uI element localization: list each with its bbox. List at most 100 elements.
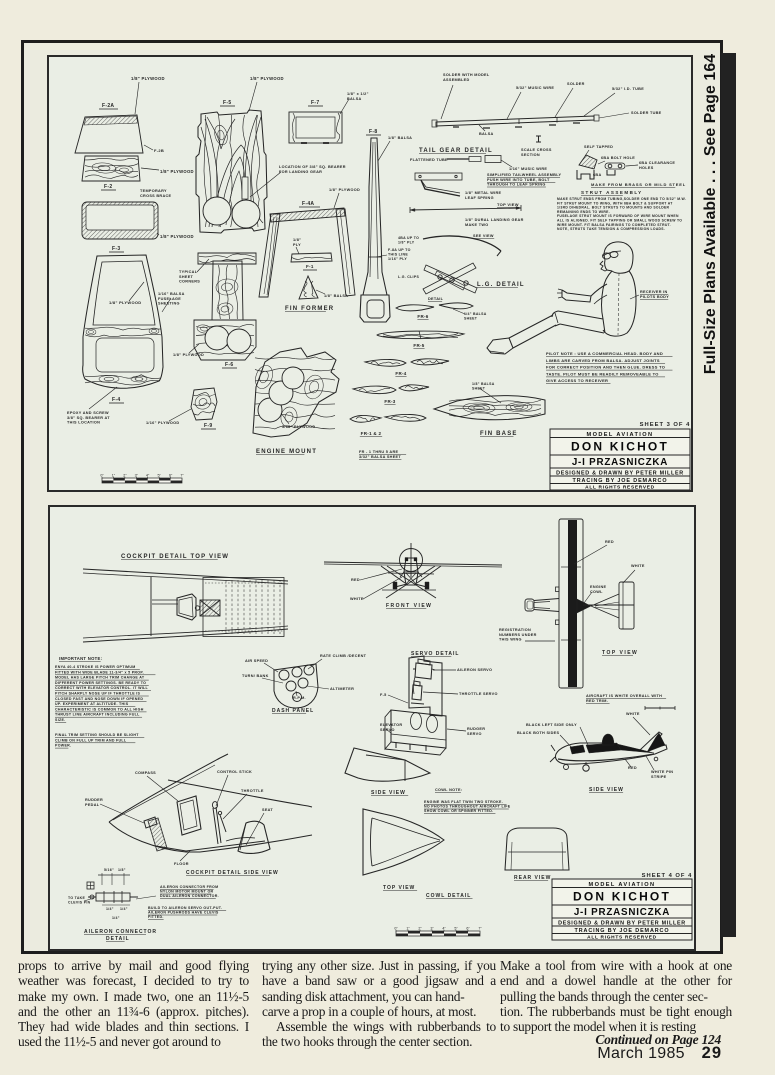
svg-text:CONTROL STICK: CONTROL STICK xyxy=(217,770,252,774)
svg-text:4BA UP TO: 4BA UP TO xyxy=(398,236,419,240)
svg-text:MAKE FROM BRASS OR MILD S: MAKE FROM BRASS OR MILD STEEL xyxy=(591,182,686,187)
svg-text:R.P.M.: R.P.M. xyxy=(293,696,306,700)
svg-text:NO PHOTOS THROUGHOUT AIRCRA: NO PHOTOS THROUGHOUT AIRCRAFT LIFE xyxy=(424,805,511,809)
svg-text:AILERON SERVO: AILERON SERVO xyxy=(457,668,492,672)
svg-text:NYLON MOTOR MOUNT OR: NYLON MOTOR MOUNT OR xyxy=(160,890,214,894)
svg-text:1/8" PLYWOOD: 1/8" PLYWOOD xyxy=(131,76,165,81)
svg-text:1/8": 1/8" xyxy=(293,238,301,242)
svg-text:BUILD TO AILERON SERVO OUT: BUILD TO AILERON SERVO OUT-PUT. xyxy=(148,906,222,910)
svg-text:F-7: F-7 xyxy=(311,100,319,106)
svg-text:FR-3: FR-3 xyxy=(384,399,395,404)
svg-text:TEMPORARY: TEMPORARY xyxy=(140,189,167,193)
svg-text:PEDAL: PEDAL xyxy=(85,803,100,807)
svg-text:F-6: F-6 xyxy=(225,362,233,368)
svg-text:ALL RIGHTS RESERVED: ALL RIGHTS RESERVED xyxy=(587,935,657,941)
svg-text:PLY: PLY xyxy=(293,243,301,247)
svg-text:1/4": 1/4" xyxy=(106,907,114,911)
svg-text:TAIL GEAR DETAIL: TAIL GEAR DETAIL xyxy=(419,148,493,154)
svg-text:ALL IS ALIGNED. FIT SELF TAPPI: ALL IS ALIGNED. FIT SELF TAPPING OR SMAL… xyxy=(557,219,682,223)
svg-text:5": 5" xyxy=(157,474,161,478)
svg-text:6BA CLEARANCE: 6BA CLEARANCE xyxy=(639,161,675,165)
svg-text:TOP VIEW: TOP VIEW xyxy=(383,885,415,891)
svg-text:DESIGNED & DRAWN BY PETER M: DESIGNED & DRAWN BY PETER MILLER xyxy=(556,470,684,476)
svg-text:ALL RIGHTS RESERVED: ALL RIGHTS RESERVED xyxy=(585,485,655,491)
svg-text:FIN BASE: FIN BASE xyxy=(480,431,518,437)
svg-text:BALSA: BALSA xyxy=(347,97,362,101)
svg-text:F-1: F-1 xyxy=(306,264,314,269)
svg-text:WIRE MOUNT. FIT BALSA FAIRINGS: WIRE MOUNT. FIT BALSA FAIRINGS TO COMPLE… xyxy=(557,223,671,227)
svg-text:FR-4: FR-4 xyxy=(395,371,406,376)
svg-text:BLACK LEFT SIDE ONLY: BLACK LEFT SIDE ONLY xyxy=(526,723,577,727)
svg-text:SHEETING: SHEETING xyxy=(158,302,180,306)
svg-text:5/16": 5/16" xyxy=(104,868,114,872)
svg-text:SHEET 4 OF 4: SHEET 4 OF 4 xyxy=(642,873,693,879)
svg-text:1/8" PLY: 1/8" PLY xyxy=(398,240,415,244)
svg-text:SIZE.: SIZE. xyxy=(55,718,66,722)
svg-text:CORRECT WITH ELEVATOR CONTR: CORRECT WITH ELEVATOR CONTROL. IT WILL xyxy=(55,686,149,690)
svg-text:1/8" x 1/2": 1/8" x 1/2" xyxy=(347,92,369,96)
svg-text:4": 4" xyxy=(146,474,150,478)
svg-text:1": 1" xyxy=(112,474,116,478)
svg-text:RED TRIM.: RED TRIM. xyxy=(586,699,608,703)
svg-text:DUAL AILERON CONNECTOR.: DUAL AILERON CONNECTOR. xyxy=(160,894,219,898)
svg-text:TASTE. PILOT MUST BE READI: TASTE. PILOT MUST BE READILY REMOVEABLE … xyxy=(546,371,659,376)
svg-text:F-8: F-8 xyxy=(369,129,377,135)
svg-text:SEE VIEW: SEE VIEW xyxy=(473,234,494,238)
svg-text:FRONT VIEW: FRONT VIEW xyxy=(386,603,432,609)
svg-text:EPOXY AND SCREW: EPOXY AND SCREW xyxy=(67,411,109,415)
svg-text:FITTED WITH WIDE BLADE 11-: FITTED WITH WIDE BLADE 11-3/4" x 5 PROP. xyxy=(55,670,144,674)
svg-text:ELEVATOR: ELEVATOR xyxy=(380,723,402,727)
svg-text:FIN FORMER: FIN FORMER xyxy=(285,306,334,312)
svg-text:TRACING BY JOE DEMARCO: TRACING BY JOE DEMARCO xyxy=(573,478,668,484)
svg-text:TRACING BY JOE DEMARCO: TRACING BY JOE DEMARCO xyxy=(575,928,670,934)
svg-text:SELF TAPPED: SELF TAPPED xyxy=(584,145,613,149)
svg-text:ENGINE WAS FLAT TWIN TWO: ENGINE WAS FLAT TWIN TWO STROKE. xyxy=(424,800,503,804)
svg-text:SIDE VIEW: SIDE VIEW xyxy=(371,790,406,796)
svg-text:SIMPLIFIED TAILWHEEL ASSEMBL: SIMPLIFIED TAILWHEEL ASSEMBLY xyxy=(487,173,561,177)
svg-text:PILOTS BODY: PILOTS BODY xyxy=(640,295,669,299)
svg-text:SHEET: SHEET xyxy=(464,316,478,320)
svg-text:DETAIL: DETAIL xyxy=(106,936,130,942)
svg-text:F-5: F-5 xyxy=(380,693,387,697)
svg-text:RED: RED xyxy=(605,540,614,544)
svg-text:SOLDER TUBE: SOLDER TUBE xyxy=(631,111,662,115)
svg-text:SHEET: SHEET xyxy=(472,386,486,390)
svg-text:J-I PRZASNICZKA: J-I PRZASNICZKA xyxy=(574,907,670,918)
svg-text:1/8" PLYWOOD: 1/8" PLYWOOD xyxy=(173,353,204,357)
svg-text:SOLDER WITH MODEL: SOLDER WITH MODEL xyxy=(443,73,490,77)
svg-text:SHOW COWL OR SPINNER FITTE: SHOW COWL OR SPINNER FITTED. xyxy=(424,809,493,813)
svg-text:1/4": 1/4" xyxy=(112,916,120,920)
svg-text:TO TAKE: TO TAKE xyxy=(68,896,86,900)
svg-text:DIFFERENT POWER SETTINGS. B: DIFFERENT POWER SETTINGS. BE READY TO xyxy=(55,681,146,685)
svg-text:MODEL AVIATION: MODEL AVIATION xyxy=(589,882,656,888)
svg-text:AILERON CONNECTOR: AILERON CONNECTOR xyxy=(84,929,157,935)
svg-text:COWL DETAIL: COWL DETAIL xyxy=(426,893,471,899)
svg-text:PILOT NOTE : USE A COMMERC: PILOT NOTE : USE A COMMERCIAL HEAD. BODY… xyxy=(546,351,663,356)
svg-text:DON KICHOT: DON KICHOT xyxy=(573,890,671,904)
svg-text:NOTE, STRUTS TAKE TENSION & CO: NOTE, STRUTS TAKE TENSION & COMPRESSION … xyxy=(557,227,665,231)
svg-text:THIS LINE: THIS LINE xyxy=(388,253,408,257)
svg-text:COCKPIT DETAIL SIDE VIEW: COCKPIT DETAIL SIDE VIEW xyxy=(186,870,279,876)
svg-text:COCKPIT DETAIL TOP VIEW: COCKPIT DETAIL TOP VIEW xyxy=(121,554,229,560)
svg-text:POWER.: POWER. xyxy=(55,744,71,748)
svg-text:TURN/ BANK: TURN/ BANK xyxy=(242,674,269,678)
svg-text:AILERON PUSHRODS HAVE CLEVI: AILERON PUSHRODS HAVE CLEVIS xyxy=(148,911,219,915)
svg-text:MODEL HAS LARGE PITCH TRIM: MODEL HAS LARGE PITCH TRIM CHANGE AT xyxy=(55,676,145,680)
svg-text:TOP VIEW: TOP VIEW xyxy=(602,650,638,656)
svg-text:1/8" PLYWOOD: 1/8" PLYWOOD xyxy=(160,169,194,174)
svg-text:FR-6: FR-6 xyxy=(417,314,428,319)
svg-text:F-2A: F-2A xyxy=(102,103,114,109)
svg-text:F-3: F-3 xyxy=(112,246,120,252)
svg-text:AILERON CONNECTOR FROM: AILERON CONNECTOR FROM xyxy=(160,885,218,889)
svg-text:1/8" BALSA: 1/8" BALSA xyxy=(472,382,495,386)
svg-text:REMAINING ENDS TO WIRE.: REMAINING ENDS TO WIRE. xyxy=(557,210,610,214)
svg-text:THROUGH TO LEAF SPRING: THROUGH TO LEAF SPRING xyxy=(487,183,546,187)
svg-text:ENYA 40-4 STROKE IS POWER: ENYA 40-4 STROKE IS POWER OPTIMUM xyxy=(55,665,136,669)
svg-text:SECTION: SECTION xyxy=(521,153,540,157)
svg-text:CORNERS: CORNERS xyxy=(179,280,200,284)
svg-text:1/8" PLYWOOD: 1/8" PLYWOOD xyxy=(250,76,284,81)
svg-text:FUSELAGE STRUT MOUNT IS FORWAR: FUSELAGE STRUT MOUNT IS FORWARD OF WIRE … xyxy=(557,214,679,218)
svg-text:THRUST LINE AIRCRAFT INCLUD: THRUST LINE AIRCRAFT INCLUDING FULL xyxy=(55,713,140,717)
svg-text:3": 3" xyxy=(430,927,434,931)
svg-text:RATE CLIMB /DECENT: RATE CLIMB /DECENT xyxy=(320,654,367,658)
